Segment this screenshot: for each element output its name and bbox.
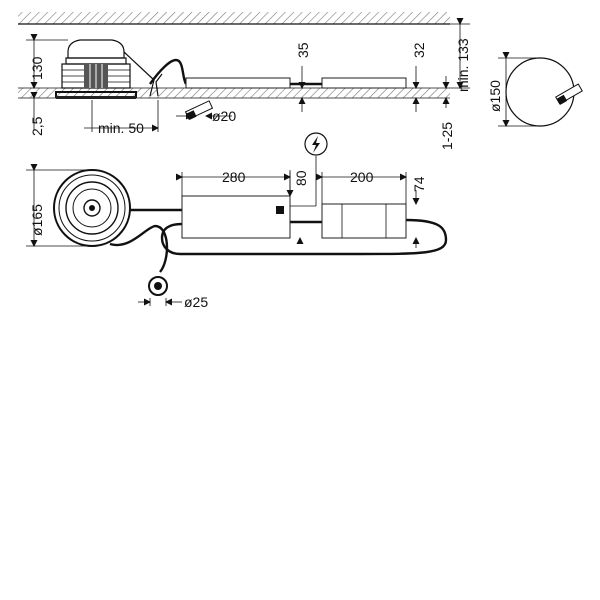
dim-sensor-25: ø25 <box>184 294 208 310</box>
dim-driver-length-280: 280 <box>222 169 246 185</box>
box-top <box>321 203 407 239</box>
cutout-view: ø150 <box>487 52 583 127</box>
dim-min-133: min. 133 <box>455 38 471 92</box>
driver-top <box>181 195 291 239</box>
dim-cable-20: ø20 <box>212 108 236 124</box>
upper-ceiling <box>18 12 450 24</box>
driver-side <box>185 77 291 89</box>
ceiling-board <box>18 88 450 98</box>
dim-box-width-74: 74 <box>411 176 427 192</box>
dim-trim-2-5: 2,5 <box>29 116 45 136</box>
sensor-cutout <box>555 83 583 105</box>
luminaire-body <box>55 39 137 99</box>
driver-terminal <box>276 206 284 214</box>
lightning-bolt-icon <box>304 132 328 156</box>
dim-driver-width-80: 80 <box>293 170 309 186</box>
box-side <box>321 77 407 89</box>
dim-min-50: min. 50 <box>98 120 144 136</box>
dim-outer-165: ø165 <box>29 204 45 236</box>
dim-box-height-32: 32 <box>411 42 427 58</box>
sensor-top <box>148 276 168 296</box>
dim-height-130: 130 <box>29 56 45 80</box>
dim-cutout-150: ø150 <box>487 80 503 112</box>
top-view: ø165 ø25 280 80 <box>26 132 448 310</box>
dim-box-length-200: 200 <box>350 169 374 185</box>
side-view: 130 2,5 min. 50 ø20 35 32 min. 133 1-25 <box>18 12 471 150</box>
luminaire-top <box>53 169 131 247</box>
sensor-side <box>184 100 214 121</box>
dim-ceiling-1-25: 1-25 <box>439 122 455 150</box>
dim-driver-height-35: 35 <box>295 42 311 58</box>
